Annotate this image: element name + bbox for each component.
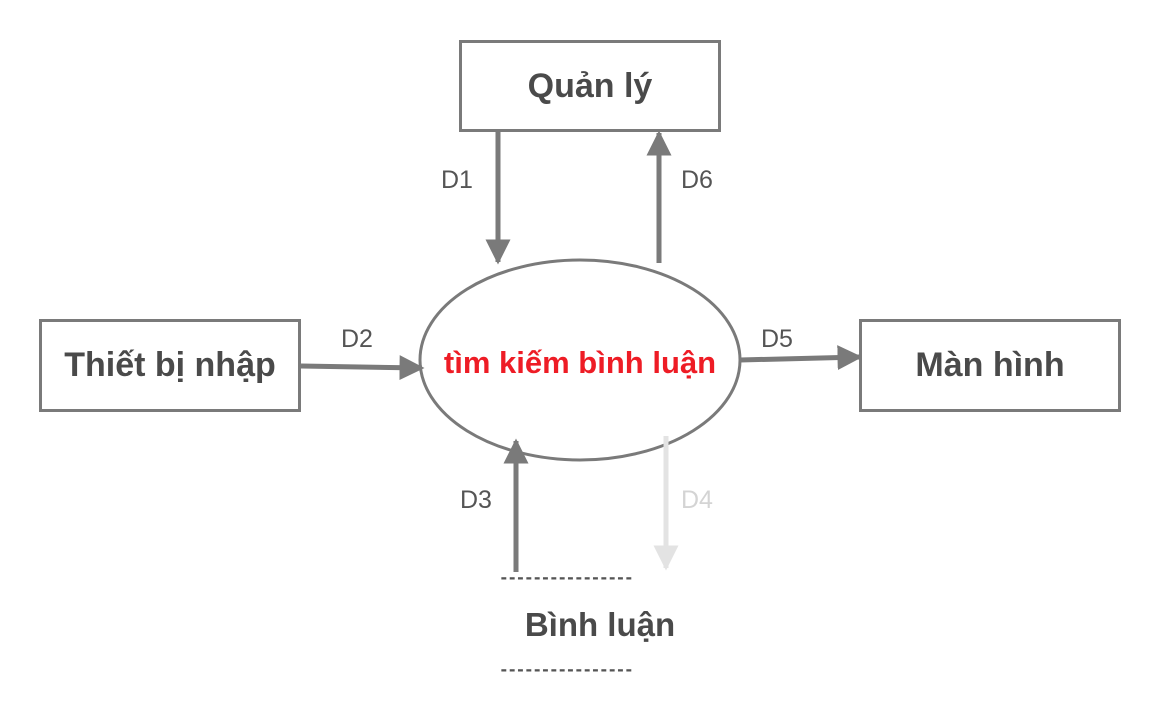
flow-d5-label: D5 [761,325,793,353]
entity-thiet-bi-nhap: Thiết bị nhập [39,319,301,412]
process-label-text: tìm kiếm bình luận [443,345,717,381]
entity-quan-ly-label: Quản lý [527,66,653,105]
flow-d6-label: D6 [681,166,713,194]
flow-d2-label: D2 [341,325,373,353]
data-store-top-line: ---------------- [499,568,634,587]
flow-d3-label: D3 [460,486,492,514]
entity-man-hinh-label: Màn hình [915,346,1065,384]
entity-quan-ly: Quản lý [459,40,721,132]
flow-d1-label: D1 [441,166,473,194]
data-store-label: Bình luận [524,606,676,643]
data-store-bottom-line: ---------------- [499,660,634,679]
entity-thiet-bi-nhap-label: Thiết bị nhập [64,346,276,384]
flow-d4-label: D4 [681,486,713,514]
entity-man-hinh: Màn hình [859,319,1121,412]
flow-d5-arrow [739,345,863,371]
process-label: tìm kiếm bình luận [440,308,720,418]
flow-d2-arrow [300,355,425,381]
